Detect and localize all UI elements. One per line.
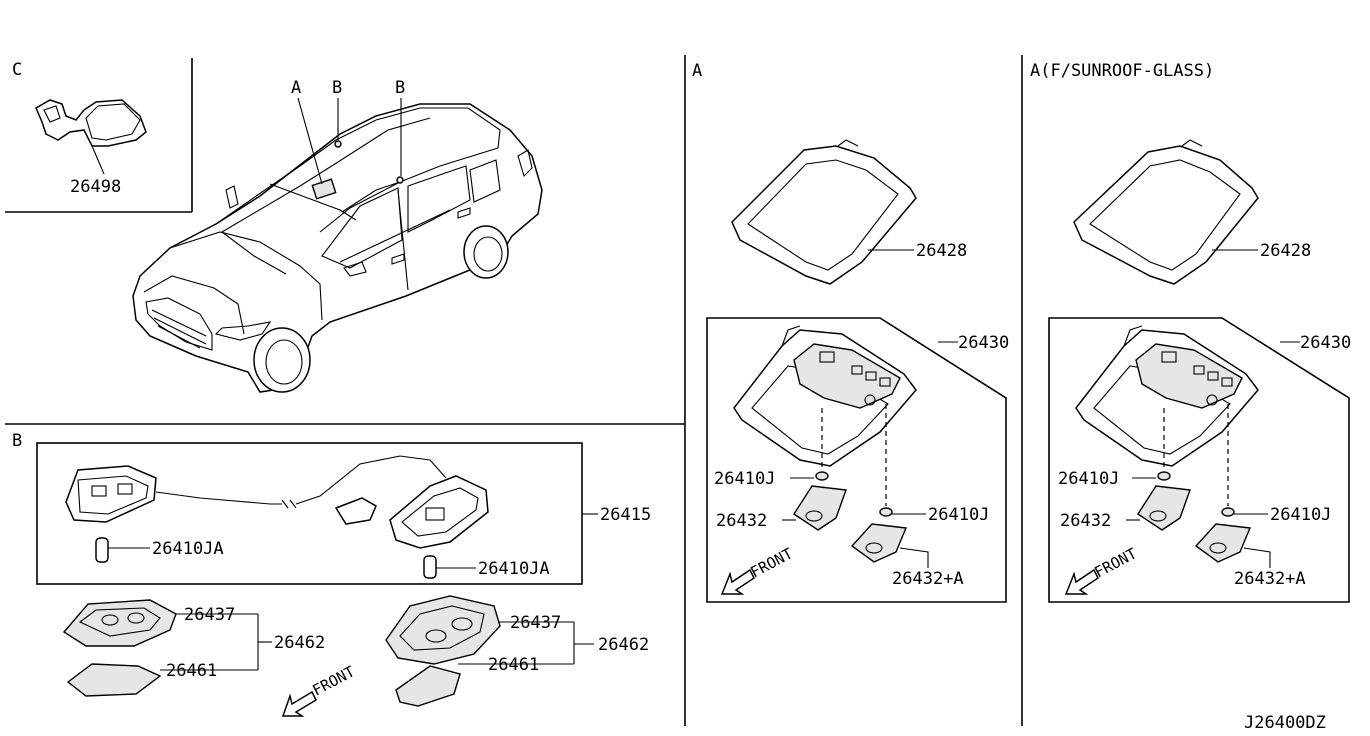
console-sunroof-label: 26430 (1300, 333, 1351, 353)
lamp-right-lens-label: 26461 (488, 655, 539, 675)
console-box-sunroof (1048, 317, 1350, 603)
lamp-housing-right (389, 475, 489, 549)
bulb-left (95, 537, 109, 563)
lamp-right-lens-body-label: 26437 (510, 613, 561, 633)
bulb-a-right (879, 507, 893, 517)
lens-a-right (850, 523, 908, 563)
bulb-a-right-label: 26410J (928, 505, 989, 525)
diagram-code: J26400DZ (1244, 713, 1326, 733)
lens-sunroof-right-label: 26432+A (1234, 569, 1306, 589)
bulb-a-left-label: 26410J (714, 469, 775, 489)
lamp-assy-right (385, 595, 501, 707)
lens-sunroof-left (1137, 485, 1191, 531)
lamp-left-lens-label: 26461 (166, 661, 217, 681)
section-b: B 26410JA 26410JA 2 (12, 431, 651, 717)
vehicle-overview: A B B (132, 78, 543, 393)
lens-sunroof-right (1194, 523, 1252, 563)
trim-a-label: 26428 (916, 241, 967, 261)
overhead-console-sunroof (1075, 325, 1259, 467)
section-b-label: B (12, 431, 22, 451)
lens-a-left-label: 26432 (716, 511, 767, 531)
bulb-sunroof-right-label: 26410J (1270, 505, 1331, 525)
bulb-right (423, 555, 437, 579)
overhead-console-a (733, 325, 917, 467)
console-box-a (706, 317, 1007, 603)
trim-sunroof-label: 26428 (1260, 241, 1311, 261)
section-c: C 26498 (12, 60, 147, 197)
bulb-left-label: 26410JA (152, 539, 224, 559)
front-arrow-a (720, 568, 755, 595)
callout-b1-label: B (332, 78, 342, 98)
lens-a-right-label: 26432+A (892, 569, 964, 589)
bulb-a-left (815, 471, 829, 481)
front-sunroof-label: FRONT (1091, 544, 1139, 581)
bulb-sunroof-right (1221, 507, 1235, 517)
callout-b2-label: B (395, 78, 405, 98)
lamp-left-assy-label: 26462 (274, 633, 325, 653)
callout-a-label: A (291, 78, 301, 98)
section-a-sunroof: A(F/SUNROOF-GLASS) 26428 26430 26410J (1030, 61, 1351, 603)
front-b-label: FRONT (309, 662, 357, 699)
front-a-label: FRONT (747, 544, 795, 581)
mirror-lamp-illustration (35, 99, 147, 147)
section-a-label: A (692, 61, 702, 81)
lamp-right-assy-label: 26462 (598, 635, 649, 655)
sedan-illustration (132, 103, 543, 393)
bulb-right-label: 26410JA (478, 559, 550, 579)
bulb-sunroof-left-label: 26410J (1058, 469, 1119, 489)
lamp-left-lens-body-label: 26437 (184, 605, 235, 625)
trim-frame-a (731, 139, 917, 285)
section-c-label: C (12, 60, 22, 80)
part-26498-label: 26498 (70, 177, 121, 197)
section-dividers (5, 55, 1023, 726)
lens-sunroof-left-label: 26432 (1060, 511, 1111, 531)
console-a-label: 26430 (958, 333, 1009, 353)
trim-frame-sunroof (1073, 139, 1259, 285)
section-a-sunroof-label: A(F/SUNROOF-GLASS) (1030, 61, 1214, 81)
harness-label: 26415 (600, 505, 651, 525)
lamp-assy-left (62, 599, 177, 697)
lens-a-left (793, 485, 847, 531)
section-a: A 26428 26430 26410J 26 (692, 61, 1009, 603)
bulb-sunroof-left (1157, 471, 1171, 481)
front-arrow-sunroof (1064, 568, 1099, 595)
lamp-housing-left (65, 465, 157, 523)
front-arrow-b (281, 690, 317, 717)
